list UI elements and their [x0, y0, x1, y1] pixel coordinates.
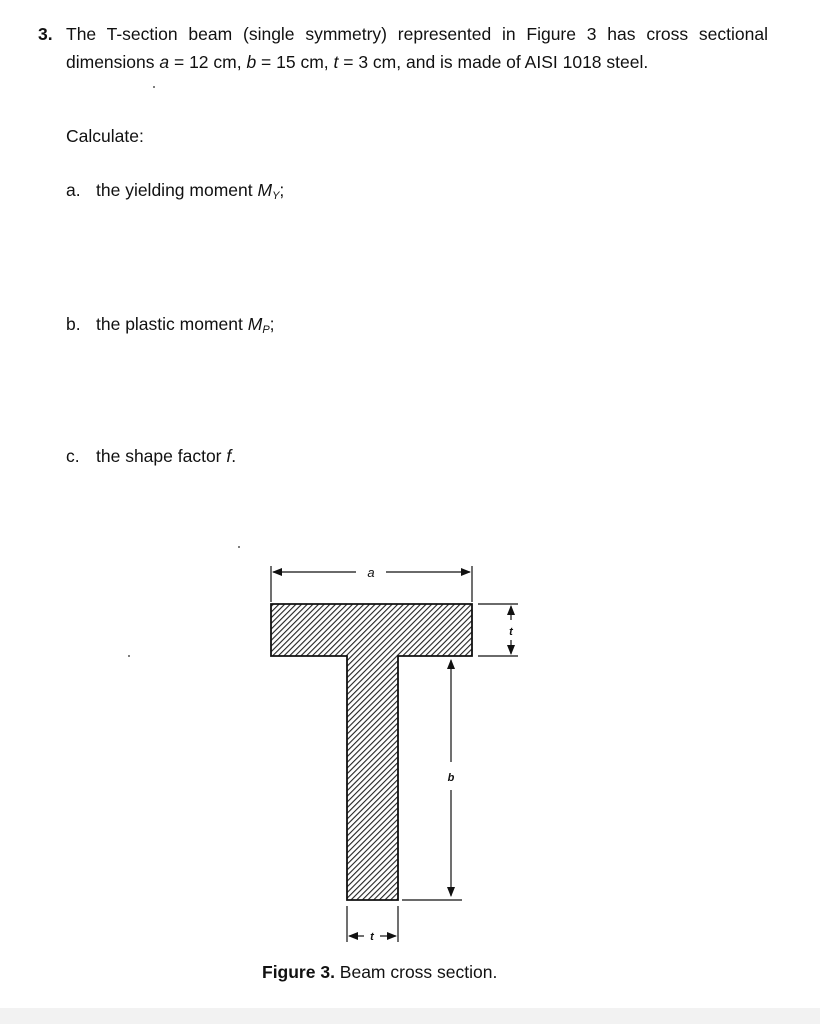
part-a: a.the yielding moment MY; [66, 180, 285, 202]
dim-label-t-web: t [370, 931, 375, 943]
dimension-a: a [270, 565, 473, 602]
problem-number: 3. [38, 24, 53, 44]
part-c: c.the shape factor f. [66, 446, 237, 466]
problem-text: The T-section beam (single symmetry) rep… [66, 24, 768, 72]
page-bottom-edge [0, 1008, 820, 1024]
dim-label-b: b [448, 772, 455, 784]
problem-statement: 3. The T-section beam (single symmetry) … [38, 20, 768, 76]
dim-label-a: a [367, 565, 374, 580]
speck-mark [153, 86, 155, 88]
speck-mark [128, 655, 130, 657]
t-section-figure: a t b t [270, 565, 518, 943]
speck-mark [238, 546, 240, 548]
figure-caption: Figure 3. Beam cross section. [262, 962, 498, 982]
dimension-t-flange: t [478, 603, 518, 657]
calculate-label: Calculate: [66, 126, 144, 146]
dimension-t-web: t [346, 906, 399, 943]
t-section-shape [270, 603, 473, 901]
dim-label-t-flange: t [509, 626, 514, 638]
dimension-b: b [402, 659, 462, 901]
part-b: b.the plastic moment MP; [66, 314, 275, 336]
